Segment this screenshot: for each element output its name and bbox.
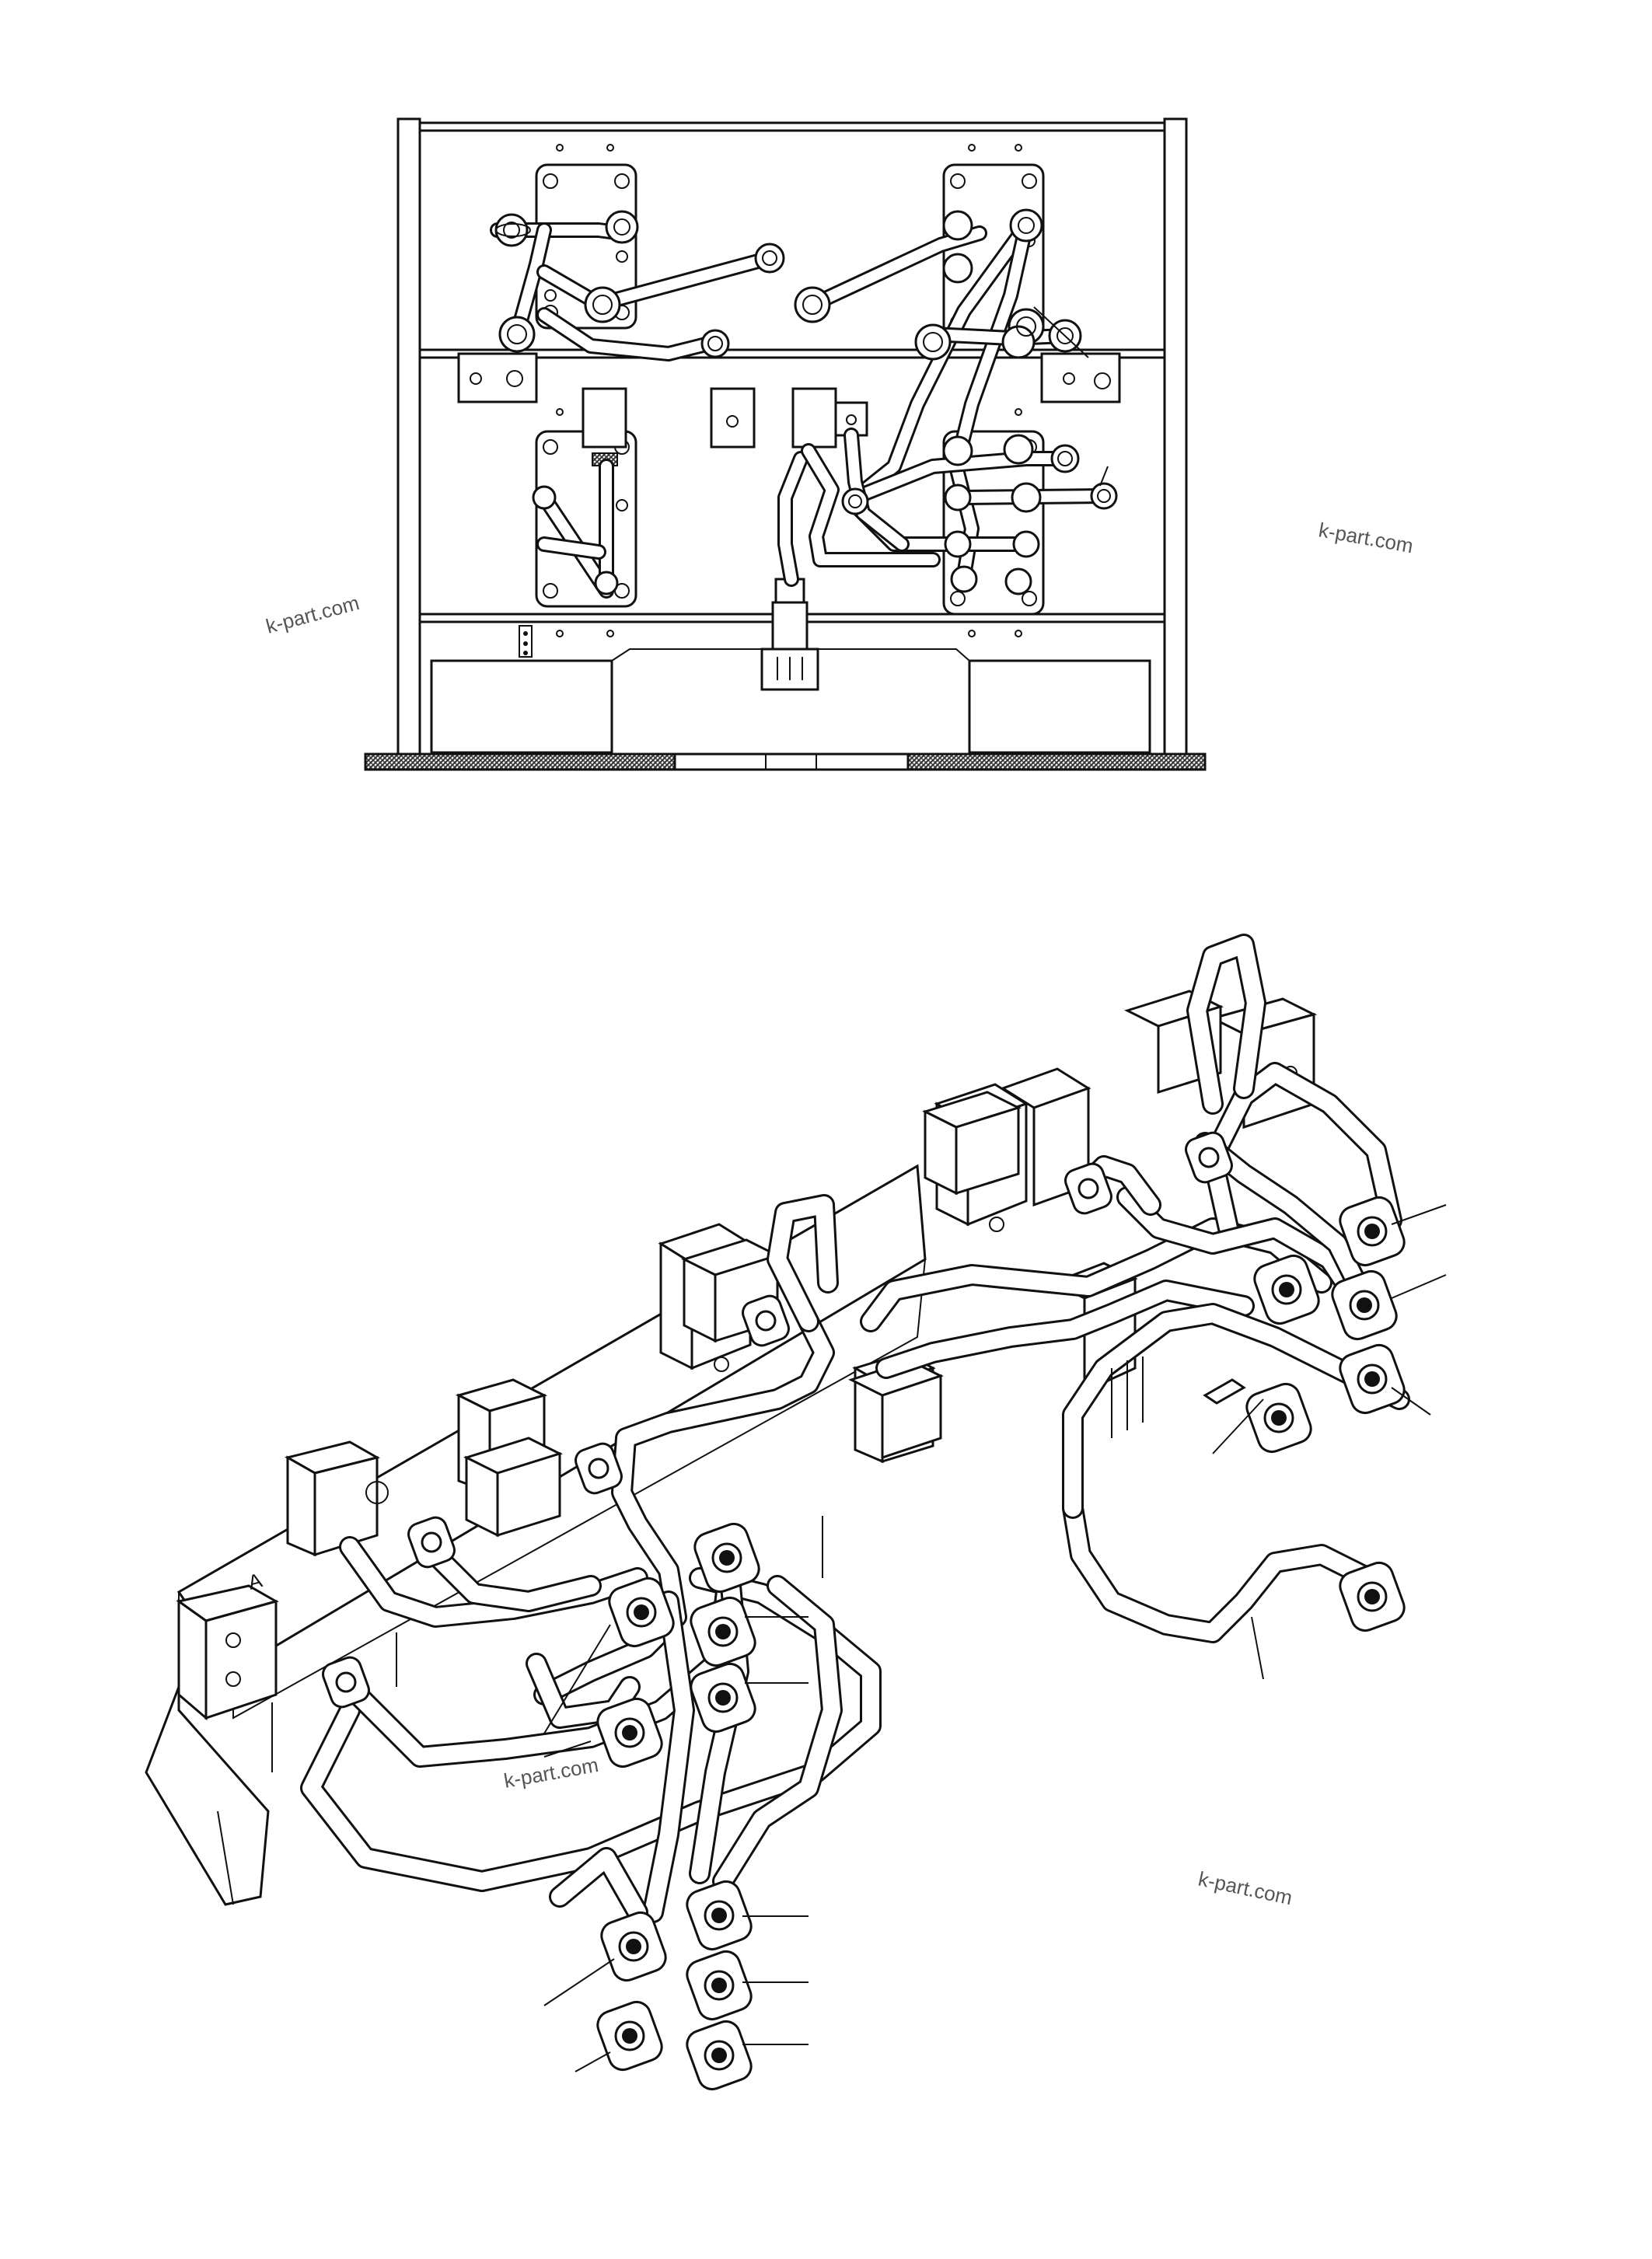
watermark-right: k-part.com	[1317, 518, 1415, 557]
right-tank	[968, 659, 1151, 754]
solenoid-valve-3	[791, 387, 837, 449]
isometric-flanges	[322, 1131, 1406, 2091]
solenoid-valve-1	[582, 387, 627, 449]
struts	[271, 1356, 1144, 1772]
right-frame-post	[1163, 117, 1188, 759]
middle-rail	[418, 348, 1166, 359]
watermark-center: k-part.com	[502, 1753, 600, 1793]
left-end-block	[457, 352, 538, 403]
valve-body	[771, 601, 809, 651]
left-frame-post	[396, 117, 421, 759]
isometric-view: A	[145, 934, 1447, 2091]
solenoid-valve-2	[710, 387, 756, 449]
plan-view	[364, 117, 1207, 771]
right-end-block	[1040, 352, 1121, 403]
left-tank	[430, 659, 613, 754]
plan-view-flanges	[494, 208, 1118, 595]
watermark-left: k-part.com	[264, 591, 361, 638]
top-rail	[418, 121, 1166, 132]
leader-lines	[543, 1204, 1447, 2072]
watermark-lower-right: k-part.com	[1196, 1867, 1294, 1910]
